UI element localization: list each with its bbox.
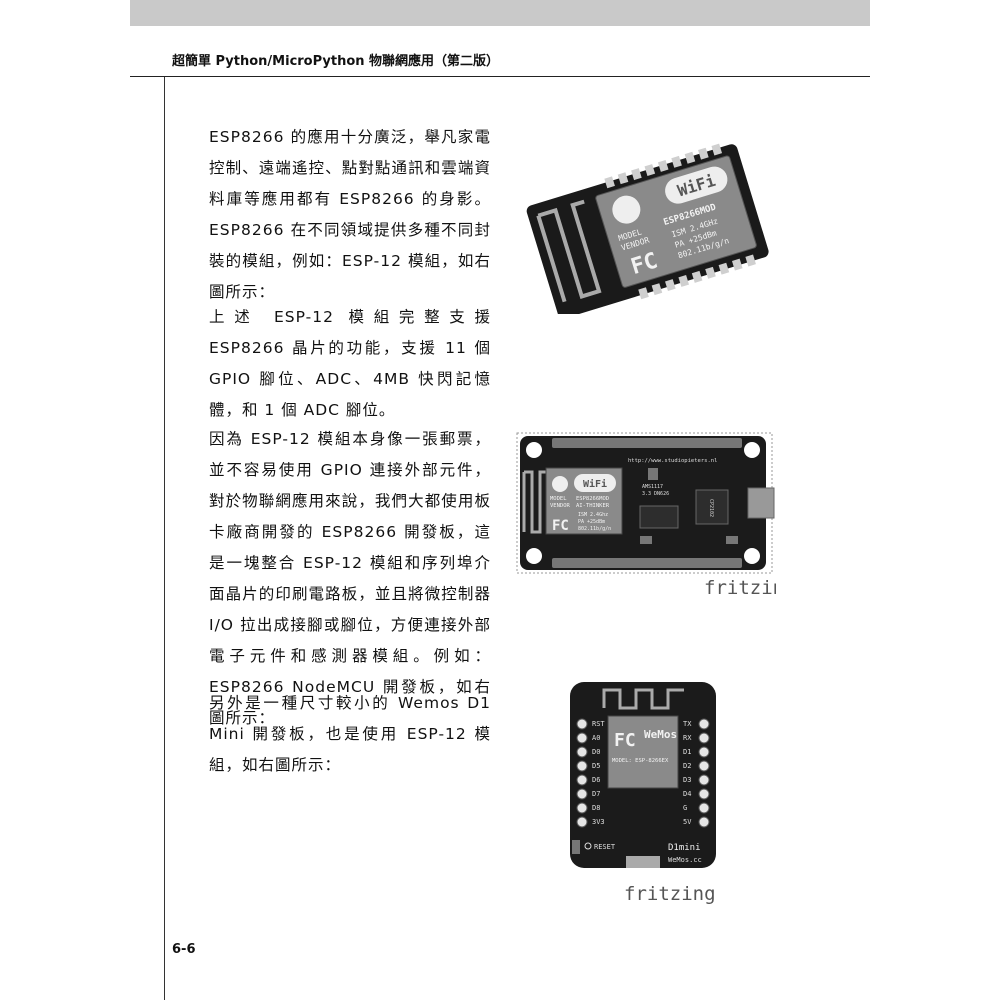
nodemcu-usb-chip: CP2102 bbox=[708, 499, 714, 517]
wemos-site: WeMos.cc bbox=[668, 856, 702, 864]
wemos-d1-mini-image: RST A0 D0 D5 D6 D7 D8 3V3 TX RX D1 D2 D3… bbox=[570, 682, 716, 905]
nodemcu-fcc-logo-icon: FC bbox=[552, 518, 569, 534]
wemos-pin-right-8: 5V bbox=[683, 818, 692, 826]
nodemcu-vendor: AI-THINKER bbox=[576, 503, 610, 509]
nodemcu-url: http://www.studiopieters.nl bbox=[628, 458, 717, 464]
header-rule bbox=[130, 76, 870, 77]
wemos-pin-right-7: G bbox=[683, 804, 687, 812]
wemos-brand-logo: WeMos bbox=[644, 728, 677, 741]
wemos-pin-right-4: D2 bbox=[683, 762, 691, 770]
wemos-pin-left-2: A0 bbox=[592, 734, 600, 742]
nodemcu-board-image: WiFi MODEL VENDOR ESP8266MOD AI-THINKER … bbox=[516, 432, 776, 599]
nodemcu-wifi-label: WiFi bbox=[583, 478, 607, 490]
running-header-title: 超簡單 Python/MicroPython 物聯網應用（第二版） bbox=[172, 54, 500, 69]
nodemcu-spec-2: PA +25dBm bbox=[578, 519, 605, 525]
top-gray-band bbox=[130, 0, 870, 26]
wemos-pin-left-4: D5 bbox=[592, 762, 600, 770]
paragraph-esp12-features: 上述 ESP-12 模組完整支援 ESP8266 晶片的功能，支援 11 個 G… bbox=[209, 308, 491, 419]
wemos-reset-label: RESET bbox=[594, 843, 616, 851]
paragraph-esp8266-intro: ESP8266 的應用十分廣泛，舉凡家電控制、遠端遙控、點對點通訊和雲端資料庫等… bbox=[209, 128, 491, 301]
nodemcu-model-label: MODEL bbox=[550, 496, 567, 502]
nodemcu-fritzing-credit: fritzing bbox=[704, 577, 776, 599]
wemos-pin-right-1: TX bbox=[683, 720, 692, 728]
wemos-fcc-logo-icon: FC bbox=[614, 730, 636, 751]
page-number: 6-6 bbox=[172, 942, 196, 957]
nodemcu-regulator-1: AMS1117 bbox=[642, 484, 663, 490]
wemos-pin-right-3: D1 bbox=[683, 748, 691, 756]
wemos-pin-left-3: D0 bbox=[592, 748, 600, 756]
wemos-pin-left-1: RST bbox=[592, 720, 605, 728]
wemos-pin-right-5: D3 bbox=[683, 776, 691, 784]
nodemcu-vendor-label: VENDOR bbox=[550, 503, 571, 509]
wemos-pin-right-2: RX bbox=[683, 734, 692, 742]
wemos-pin-left-6: D7 bbox=[592, 790, 600, 798]
paragraph-wemos: 另外是一種尺寸較小的 Wemos D1 Mini 開發板，也是使用 ESP-12… bbox=[209, 694, 491, 774]
wemos-pin-left-5: D6 bbox=[592, 776, 600, 784]
wemos-model: MODEL: ESP-8266EX bbox=[612, 758, 669, 764]
wemos-board-name: D1mini bbox=[668, 843, 701, 853]
nodemcu-wifi-symbol-icon bbox=[552, 476, 568, 492]
wemos-fritzing-credit: fritzing bbox=[624, 883, 716, 905]
wifi-symbol-icon bbox=[612, 195, 641, 224]
wemos-pin-right-6: D4 bbox=[683, 790, 691, 798]
nodemcu-regulator-2: 3.3 DN626 bbox=[642, 491, 669, 497]
wemos-pin-left-7: D8 bbox=[592, 804, 600, 812]
margin-rule bbox=[164, 77, 165, 1000]
nodemcu-spec-1: ISM 2.4Ghz bbox=[578, 512, 608, 518]
wemos-pin-left-8: 3V3 bbox=[592, 818, 605, 826]
paragraph-nodemcu: 因為 ESP-12 模組本身像一張郵票，並不容易使用 GPIO 連接外部元件，對… bbox=[209, 430, 491, 727]
esp12-module-image: WiFi MODEL VENDOR ESP8266MOD ISM 2.4GHz … bbox=[526, 143, 769, 314]
nodemcu-model: ESP8266MOD bbox=[576, 496, 609, 502]
nodemcu-spec-3: 802.11b/g/n bbox=[578, 526, 611, 532]
